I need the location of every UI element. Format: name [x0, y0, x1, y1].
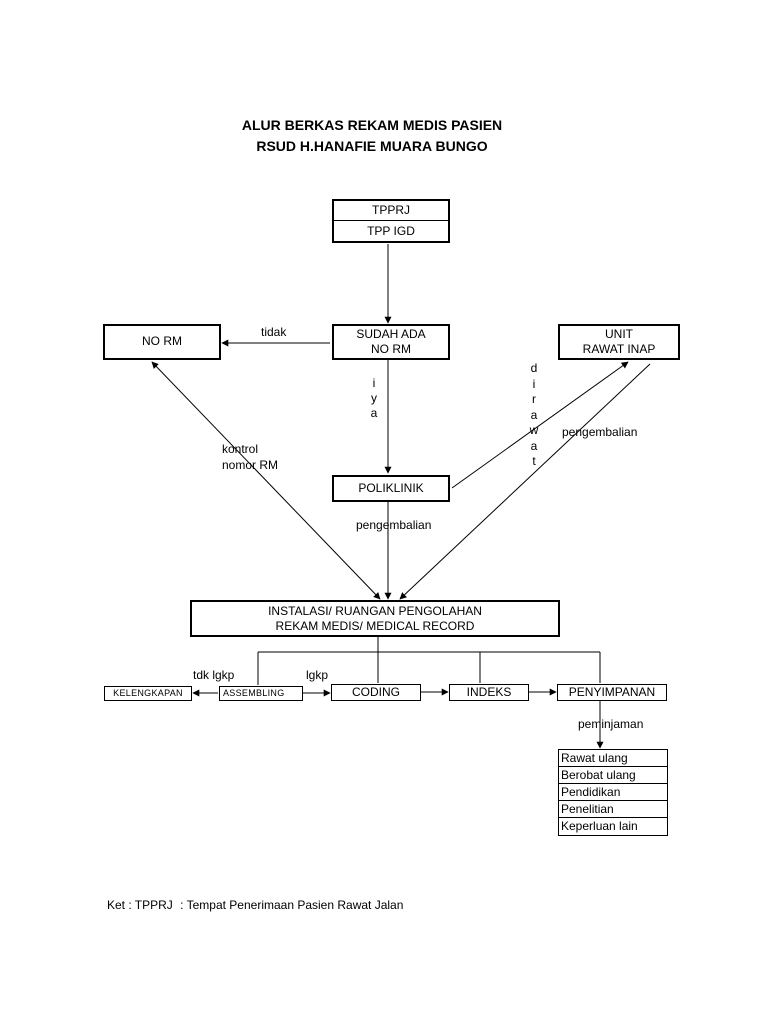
penyimpanan-box: PENYIMPANAN — [557, 684, 667, 701]
kelengkapan-box: KELENGKAPAN — [104, 686, 192, 701]
coding-box: CODING — [331, 684, 421, 701]
arrow-kontrol-nomor-rm — [151, 361, 381, 600]
label-iya: i y a — [370, 376, 378, 420]
instalasi-box: INSTALASI/ RUANGAN PENGOLAHAN REKAM MEDI… — [190, 600, 560, 637]
label-tdk-lgkp: tdk lgkp — [193, 668, 235, 682]
penyimpanan-label: PENYIMPANAN — [568, 685, 656, 699]
list-item: Keperluan lain — [561, 819, 638, 833]
label-lgkp: lgkp — [306, 668, 329, 682]
poliklinik-label: POLIKLINIK — [358, 481, 424, 495]
label-kontrol-nomor-rm: kontrol nomor RM — [222, 442, 279, 472]
footnote: Ket : TPPRJ : Tempat Penerimaan Pasien R… — [107, 898, 403, 912]
indeks-label: INDEKS — [466, 685, 512, 699]
diagram-title-line2: RSUD H.HANAFIE MUARA BUNGO — [256, 138, 488, 154]
footnote-term: Ket : TPPRJ — [107, 898, 173, 912]
no-rm-label: NO RM — [142, 334, 182, 348]
instalasi-line2: REKAM MEDIS/ MEDICAL RECORD — [275, 618, 475, 633]
assembling-label: ASSEMBLING — [223, 688, 285, 698]
instalasi-line1: INSTALASI/ RUANGAN PENGOLAHAN — [268, 603, 482, 618]
assembling-box: ASSEMBLING — [219, 686, 303, 701]
unit-line2: RAWAT INAP — [582, 342, 656, 356]
arrow-dirawat-to-unit — [451, 361, 629, 489]
label-peminjaman: peminjaman — [578, 717, 644, 731]
list-item: Penelitian — [559, 801, 667, 818]
tpprj-label: TPPRJ — [334, 201, 448, 221]
label-tidak: tidak — [261, 325, 287, 339]
sudah-ada-line2: NO RM — [371, 342, 411, 356]
footnote-definition: : Tempat Penerimaan Pasien Rawat Jalan — [180, 898, 404, 912]
label-dirawat: d i r a w a t — [529, 361, 539, 468]
unit-line1: UNIT — [605, 327, 633, 341]
arrow-unit-to-instalasi — [399, 363, 651, 600]
unit-rawat-inap-box: UNIT RAWAT INAP — [558, 324, 680, 360]
kelengkapan-label: KELENGKAPAN — [113, 688, 183, 698]
diagram-title-line1: ALUR BERKAS REKAM MEDIS PASIEN — [241, 117, 503, 133]
peminjaman-list: Rawat ulang Berobat ulang Pendidikan Pen… — [558, 749, 668, 836]
label-pengembalian-unit: pengembalian — [562, 425, 638, 439]
sudah-ada-no-rm-box: SUDAH ADA NO RM — [332, 324, 450, 360]
label-pengembalian-poli: pengembalian — [356, 518, 432, 532]
sudah-ada-line1: SUDAH ADA — [356, 327, 426, 341]
list-item: Rawat ulang — [559, 750, 667, 767]
tpp-igd-label: TPP IGD — [367, 224, 415, 238]
tpprj-tpp-igd-box: TPPRJ TPP IGD — [332, 199, 450, 243]
indeks-box: INDEKS — [449, 684, 529, 701]
poliklinik-box: POLIKLINIK — [332, 475, 450, 502]
list-item: Pendidikan — [559, 784, 667, 801]
coding-label: CODING — [352, 685, 400, 699]
list-item: Berobat ulang — [559, 767, 667, 784]
no-rm-box: NO RM — [103, 324, 221, 360]
